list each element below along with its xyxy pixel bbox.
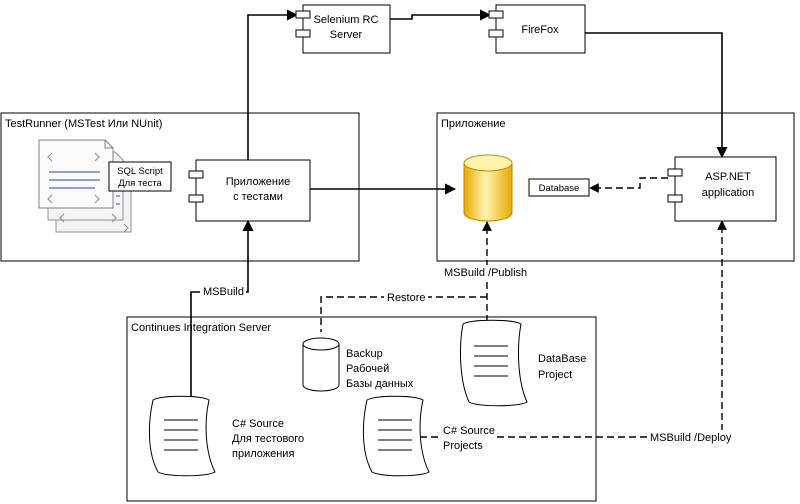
firefox-component: FireFox [488, 4, 586, 54]
database-tag: Database [528, 178, 590, 197]
cs-projects-label-2: Projects [443, 440, 483, 452]
backup-database-icon [302, 337, 340, 392]
database-tag-label: Database [539, 183, 580, 194]
msbuild-label: MSBuild [203, 286, 244, 298]
csharp-test-source-document-icon [148, 395, 216, 477]
database-project-label-2: Project [538, 369, 572, 381]
test-app-component: Приложение с тестами [188, 159, 311, 222]
backup-label-2: Рабочей [346, 363, 389, 375]
database-project-label-1: DataBase [538, 353, 586, 365]
selenium-server-component: Selenium RC Server [295, 4, 391, 54]
restore-label: Restore [387, 292, 426, 304]
backup-label-1: Backup [346, 348, 383, 360]
app-container-title: Приложение [441, 118, 506, 130]
test-app-label-2: с тестами [233, 191, 283, 203]
test-app-label-1: Приложение [226, 176, 291, 188]
csharp-projects-document-icon [362, 395, 430, 477]
backup-label-3: Базы данных [346, 378, 414, 390]
aspnet-label-1: ASP.NET [705, 171, 751, 183]
sql-script-label-2: Для теста [118, 178, 162, 189]
edge-firefox-aspnet [585, 32, 728, 159]
cs-projects-label-1: C# Source [443, 425, 495, 437]
edge-selenium-firefox [390, 9, 492, 21]
cs-test-source-label-2: Для тестового [232, 433, 304, 445]
sql-script-note: SQL Script Для теста [108, 161, 172, 192]
msbuild-publish-label: MSBuild /Publish [444, 267, 527, 279]
sql-script-label-1: SQL Script [117, 166, 163, 177]
selenium-label-2: Server [330, 29, 363, 41]
edge-restore [320, 296, 487, 332]
database-project-document-icon [460, 319, 528, 407]
edge-aspnet-dbtag [589, 177, 668, 193]
cs-test-source-label-3: приложения [232, 448, 294, 460]
edge-labels: MSBuild MSBuild /Publish Restore MSBuild… [200, 265, 737, 444]
edge-testapp-selenium [247, 9, 299, 160]
ci-server-title: Continues Integration Server [131, 322, 271, 334]
aspnet-label-2: application [702, 187, 755, 199]
selenium-label-1: Selenium RC [314, 14, 379, 26]
msbuild-deploy-label: MSBuild /Deploy [650, 432, 732, 444]
aspnet-component: ASP.NET application [667, 156, 777, 222]
cs-test-source-label-1: C# Source [232, 418, 284, 430]
testrunner-title: TestRunner (MSTest Или NUnit) [5, 118, 162, 130]
firefox-label: FireFox [521, 24, 559, 36]
solid-connectors [190, 9, 728, 396]
database-icon [463, 154, 513, 222]
